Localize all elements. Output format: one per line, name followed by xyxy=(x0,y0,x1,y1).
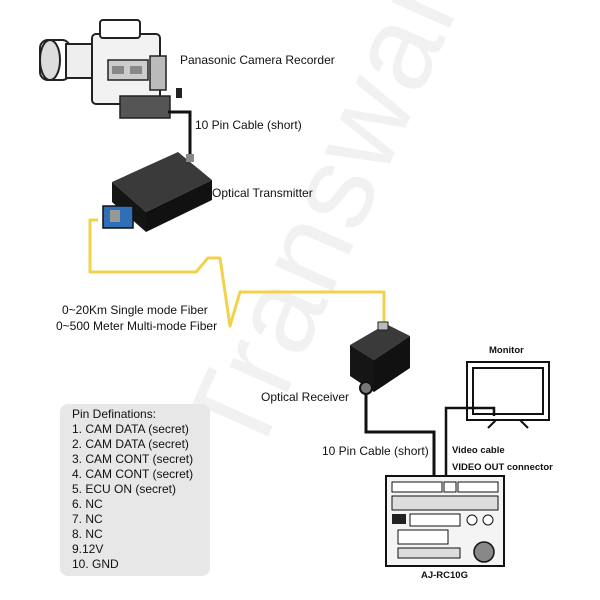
pin-definitions-box: Pin Definations: 1. CAM DATA (secret) 2.… xyxy=(60,404,210,576)
camera-recorder-icon xyxy=(39,19,182,119)
cable-bottom-label: 10 Pin Cable (short) xyxy=(322,444,429,458)
pin-item: 4. CAM CONT (secret) xyxy=(72,467,194,481)
fiber-single-label: 0~20Km Single mode Fiber xyxy=(62,303,208,317)
monitor-icon xyxy=(466,361,550,429)
aj-rc10g-controller-icon xyxy=(385,475,505,567)
monitor-label: Monitor xyxy=(489,345,524,356)
receiver-label: Optical Receiver xyxy=(261,390,350,404)
pin-definitions-title: Pin Definations: xyxy=(72,407,157,421)
pin-item: 8. NC xyxy=(72,527,103,541)
transmitter-label: Optical Transmitter xyxy=(212,186,313,200)
pin-item: 2. CAM DATA (secret) xyxy=(72,437,189,451)
pin-item: 10. GND xyxy=(72,557,119,571)
cable-top-label: 10 Pin Cable (short) xyxy=(195,118,302,132)
pin-item: 7. NC xyxy=(72,512,103,526)
video-cable-label: Video cable xyxy=(452,445,505,456)
ten-pin-cable-top xyxy=(168,110,192,158)
camera-label: Panasonic Camera Recorder xyxy=(180,53,335,67)
pin-item: 9.12V xyxy=(72,542,104,556)
pin-item: 3. CAM CONT (secret) xyxy=(72,452,194,466)
optical-transmitter-icon xyxy=(102,152,212,232)
ten-pin-cable-bottom xyxy=(364,394,436,476)
video-cable xyxy=(444,406,496,484)
pin-item: 6. NC xyxy=(72,497,103,511)
pin-definitions-list: 1. CAM DATA (secret) 2. CAM DATA (secret… xyxy=(72,422,193,572)
fiber-line xyxy=(88,218,386,330)
controller-label: AJ-RC10G xyxy=(421,570,468,581)
optical-receiver-icon xyxy=(350,321,410,395)
video-out-label: VIDEO OUT connector xyxy=(452,462,553,473)
pin-item: 1. CAM DATA (secret) xyxy=(72,422,189,436)
pin-item: 5. ECU ON (secret) xyxy=(72,482,177,496)
fiber-multi-label: 0~500 Meter Multi-mode Fiber xyxy=(56,319,218,333)
